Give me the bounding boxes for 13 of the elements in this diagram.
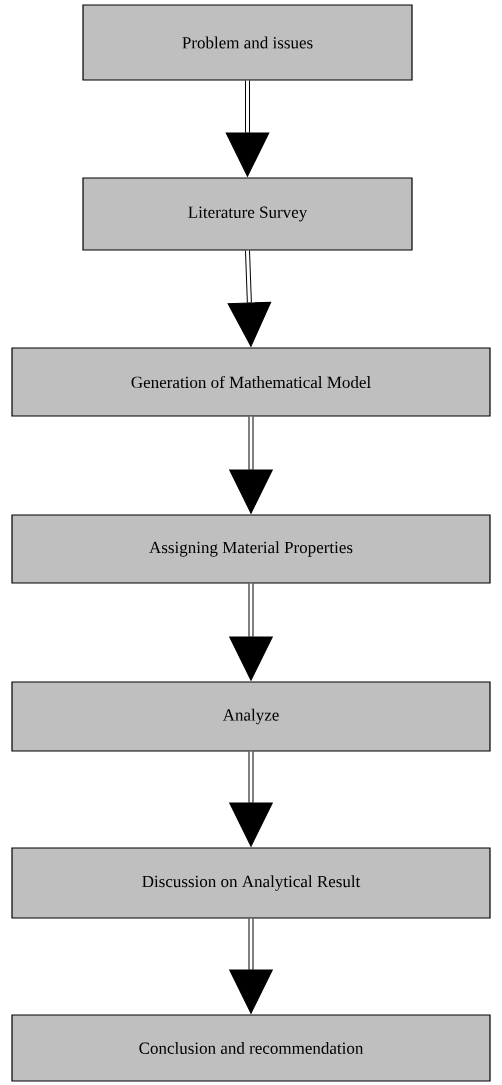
arrow bbox=[229, 583, 273, 681]
arrow bbox=[229, 918, 273, 1014]
process-box: Conclusion and recommendation bbox=[11, 1014, 491, 1082]
arrow bbox=[229, 751, 273, 847]
process-box: Discussion on Analytical Result bbox=[11, 847, 491, 919]
process-box: Literature Survey bbox=[82, 177, 413, 251]
arrow bbox=[227, 250, 272, 347]
process-box: Generation of Mathematical Model bbox=[11, 347, 491, 417]
arrow bbox=[229, 416, 273, 514]
arrow bbox=[225, 80, 270, 177]
process-box: Problem and issues bbox=[82, 4, 413, 81]
process-box: Assigning Material Properties bbox=[11, 514, 491, 584]
process-box: Analyze bbox=[11, 681, 491, 752]
